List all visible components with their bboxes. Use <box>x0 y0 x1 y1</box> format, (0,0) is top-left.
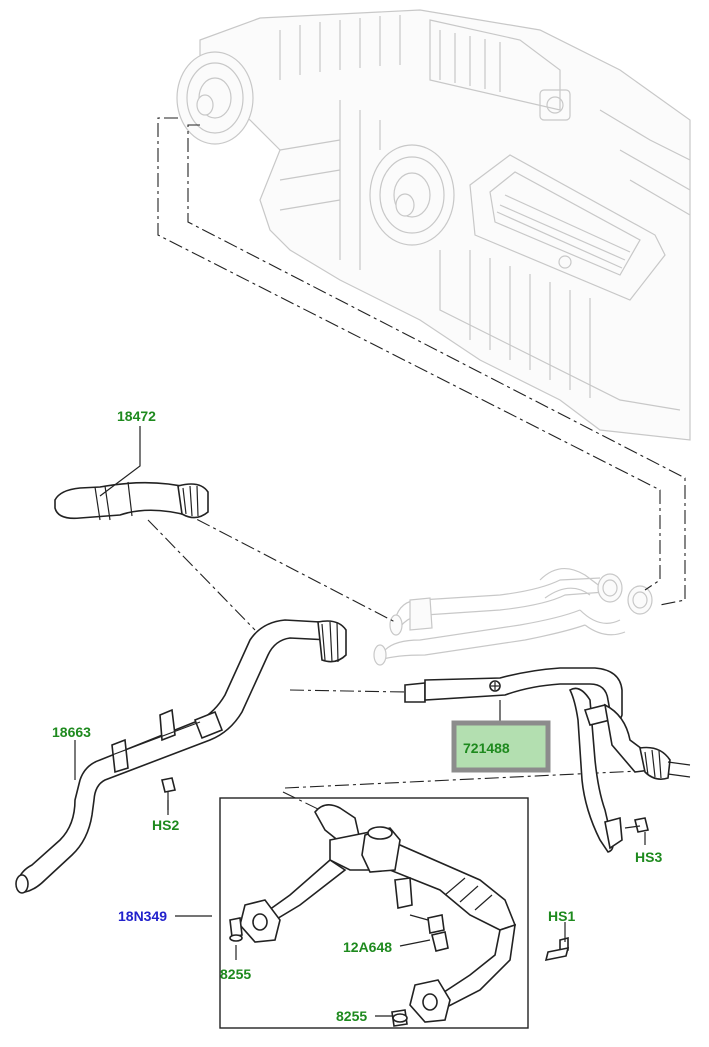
label-hs3[interactable]: HS3 <box>635 849 662 865</box>
label-hs1[interactable]: HS1 <box>548 908 575 924</box>
leader-lines <box>74 426 646 1017</box>
heater-core-pipes <box>373 568 653 666</box>
label-hs2[interactable]: HS2 <box>152 817 179 833</box>
label-18663[interactable]: 18663 <box>52 724 91 740</box>
valve-assembly-18n349 <box>219 797 529 1029</box>
label-18n349[interactable]: 18N349 <box>118 908 167 924</box>
label-721488[interactable]: 721488 <box>463 740 510 756</box>
heater-outlet-pipe <box>404 667 691 853</box>
detail-box <box>219 797 529 1029</box>
hose-18472 <box>54 481 209 521</box>
highlight-box-721488 <box>451 720 551 773</box>
connection-lines <box>147 117 686 811</box>
label-8255-top[interactable]: 8255 <box>220 966 251 982</box>
hose-18663 <box>15 619 347 894</box>
fasteners <box>161 777 649 1027</box>
label-12a648[interactable]: 12A648 <box>343 939 392 955</box>
label-8255-bottom[interactable]: 8255 <box>336 1008 367 1024</box>
hvac-unit-drawing <box>176 9 691 441</box>
part-labels: 18472 18663 721488 HS2 HS3 18N349 HS1 12… <box>52 408 662 1024</box>
label-18472[interactable]: 18472 <box>117 408 156 424</box>
